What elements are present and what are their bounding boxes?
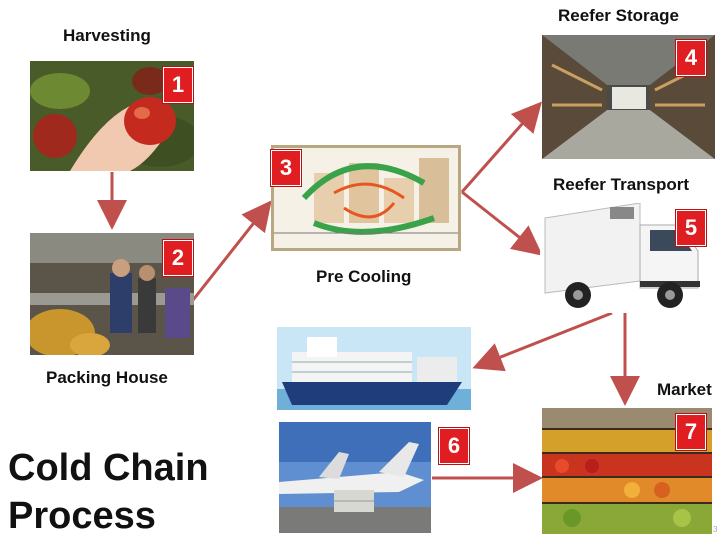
arrow-2-to-3 [191, 200, 272, 301]
reefer-storage-image [542, 35, 715, 159]
step-2-label: Packing House [46, 368, 168, 387]
packing-house-image [30, 233, 194, 355]
arrow-3-to-4 [460, 101, 542, 193]
step-2-badge: 2 [163, 240, 193, 276]
title-line-1: Cold Chain [8, 447, 209, 489]
arrow-3-to-5 [461, 190, 543, 256]
market-image [542, 408, 712, 534]
step-4-label: Reefer Storage [558, 6, 679, 25]
step-4-badge: 4 [676, 40, 706, 76]
step-6-badge: 6 [439, 428, 469, 464]
step-5-badge: 5 [676, 210, 706, 246]
harvesting-image [30, 61, 194, 171]
step-7-badge: 7 [676, 414, 706, 450]
step-1-label: Harvesting [63, 26, 151, 45]
pre-cooling-image [271, 145, 461, 251]
air-cargo-image [279, 422, 431, 533]
step-1-badge: 1 [163, 67, 193, 103]
ship-image [277, 327, 471, 410]
step-7-label: Market [657, 380, 712, 399]
step-3-label: Pre Cooling [316, 267, 412, 286]
step-5-label: Reefer Transport [553, 175, 690, 194]
title-line-2: Process [8, 495, 156, 537]
page-number: 3 [713, 525, 718, 534]
arrow-5-to-ship [472, 311, 613, 372]
step-3-badge: 3 [271, 150, 301, 186]
